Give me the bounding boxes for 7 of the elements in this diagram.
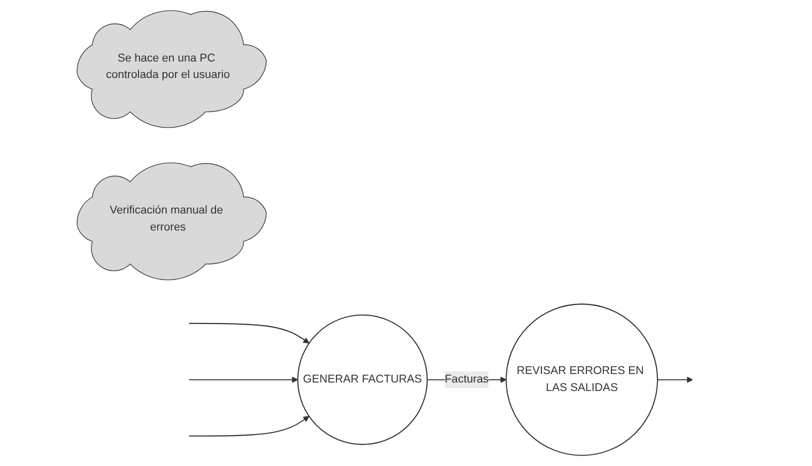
arrow (189, 376, 298, 383)
arrow (189, 416, 310, 437)
arrow (658, 376, 693, 383)
node-circle: REVISAR ERRORES EN LAS SALIDAS (506, 304, 658, 456)
arrow (189, 322, 310, 344)
edge-label: Facturas (444, 373, 489, 386)
node-circle: GENERAR FACTURAS (297, 314, 428, 445)
